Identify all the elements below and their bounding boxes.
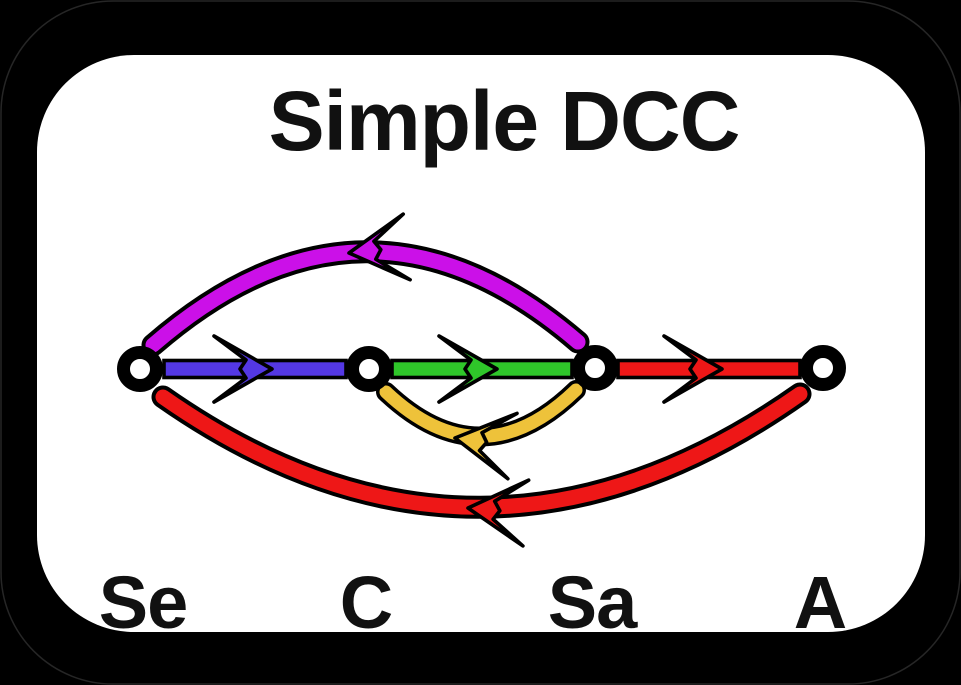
arrowhead-left-icon	[453, 411, 519, 481]
arrowhead-right-icon	[212, 334, 274, 404]
edge-sa-to-c-arc	[376, 380, 586, 481]
arrowhead-left-icon	[347, 212, 412, 282]
arrowhead-right-icon	[437, 334, 499, 404]
node-circle-c	[346, 346, 392, 392]
arrowhead-right-icon	[662, 334, 724, 404]
node-circle-se	[117, 346, 163, 392]
node-label-sa: Sa	[548, 561, 638, 644]
node-label-a: A	[794, 561, 846, 644]
edge-c-to-sa-straight	[390, 334, 574, 404]
labels-layer: Se C Sa A	[99, 561, 847, 644]
edge-sa-to-se-arc	[141, 212, 590, 357]
nodes-layer	[117, 345, 846, 392]
arrowhead-left-icon	[466, 478, 531, 548]
node-circle-a	[800, 345, 846, 391]
edge-a-to-se-arc	[151, 382, 812, 548]
diagram-title: Simple DCC	[269, 74, 740, 168]
node-circle-sa	[572, 345, 618, 391]
edge-se-to-c-straight	[162, 334, 348, 404]
node-label-se: Se	[99, 561, 188, 644]
edge-sa-to-a-straight	[616, 334, 802, 404]
node-label-c: C	[340, 561, 392, 644]
card-surface	[37, 55, 925, 632]
